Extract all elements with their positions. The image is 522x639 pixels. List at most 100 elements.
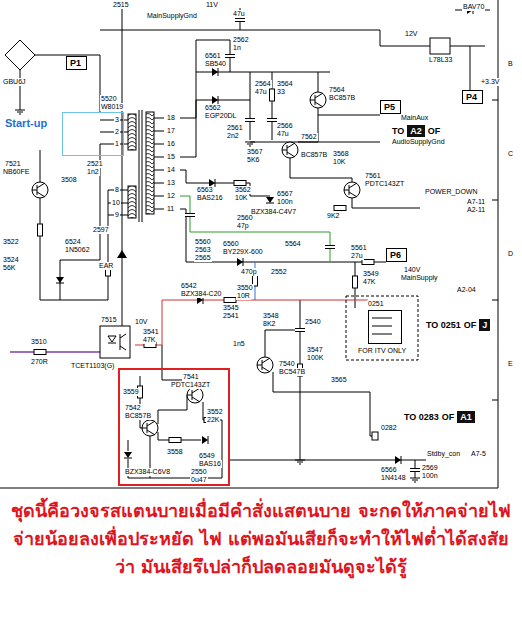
node-text: 7541	[182, 373, 200, 381]
part-label: 0282	[380, 424, 398, 432]
node-text: A2	[407, 125, 425, 137]
node-text: J	[479, 319, 490, 331]
node-text: 0u47	[190, 476, 208, 484]
dioh-symbol	[212, 68, 218, 76]
part-label: W8019	[100, 103, 124, 111]
dioh-symbol	[202, 436, 208, 444]
part-label: 2597	[92, 226, 110, 234]
node-text: 0251	[367, 300, 385, 308]
part-label: BY229X-600	[222, 248, 264, 256]
part-label: L78L33	[428, 56, 453, 64]
part-label: 9K2	[326, 212, 340, 220]
part-label: 3	[114, 116, 120, 124]
part-label: 1N4148	[380, 474, 407, 482]
part-label: 270R	[30, 358, 49, 366]
node-text: 22K	[206, 416, 220, 424]
part-label: 14	[166, 166, 176, 174]
part-label: 3510	[30, 338, 48, 346]
part-label: 100n	[276, 198, 294, 206]
resh-symbol	[334, 206, 346, 211]
wire	[10, 351, 100, 353]
part-label: 2n2	[226, 132, 240, 140]
part-label: +3.3V	[480, 78, 501, 86]
part-label: 2562	[232, 36, 250, 44]
npn-symbol	[187, 387, 203, 403]
part-label: 3567	[246, 148, 264, 156]
cap-symbol	[225, 55, 235, 58]
part-label: 3565	[330, 376, 348, 384]
gnd-symbol	[245, 142, 255, 146]
part-label: 3541	[142, 328, 160, 336]
connector-pins	[372, 318, 392, 334]
part-label: 2561	[226, 124, 244, 132]
node-text: TO	[392, 125, 404, 137]
part-label: 7561	[364, 172, 382, 180]
part-label: A7-11	[466, 198, 486, 206]
connector-flag: P1	[66, 56, 87, 70]
part-label: 1N5062	[64, 246, 91, 254]
part-label: 6542	[180, 282, 198, 290]
part-label: BC857B	[328, 94, 356, 102]
part-label: 3522	[2, 238, 20, 246]
part-label: 1n5	[232, 340, 246, 348]
part-label: BAV70	[462, 3, 485, 11]
part-label: GBU6J	[2, 78, 27, 86]
node-text: 3558	[166, 448, 184, 456]
regulator-body	[430, 38, 450, 54]
node-text: OF	[442, 411, 455, 423]
resh-symbol	[224, 298, 236, 303]
part-label: 470p	[240, 268, 258, 276]
part-label: 3545	[222, 304, 240, 312]
part-label: D	[507, 250, 514, 258]
part-label: 2569	[421, 464, 439, 472]
part-label: 100K	[306, 354, 324, 362]
part-label: EGP20DL	[204, 112, 238, 120]
part-label: A7-5	[470, 450, 487, 458]
npn-symbol	[257, 357, 273, 373]
res-symbol	[270, 89, 275, 101]
part-label: 2515	[112, 1, 130, 9]
part-label: 47u	[232, 10, 246, 18]
node-text: TO 0251	[426, 319, 461, 331]
connector-box	[372, 432, 378, 440]
node-text: AudioSupplyGnd	[392, 137, 446, 146]
node-text: 3559	[122, 388, 140, 396]
dioh-symbol	[237, 258, 243, 266]
node-text: P1	[70, 58, 83, 68]
part-label: 6524	[64, 238, 82, 246]
cap-symbol	[235, 19, 245, 22]
part-label: 47u	[254, 88, 268, 96]
node-text: 2550	[190, 468, 208, 476]
standby-circuit-highlight: 7541PDTC143ZT35597542BC857B355222K355865…	[118, 368, 230, 486]
optocoupler-body	[100, 326, 130, 358]
transformer-coil	[128, 114, 136, 150]
part-label: 2563	[194, 246, 212, 254]
connector-reference: TOA2OFAudioSupplyGnd	[390, 124, 448, 147]
connector-reference: TO 0283OFA1	[402, 410, 481, 424]
gnd-symbol	[410, 478, 420, 482]
part-label: 5564	[284, 240, 302, 248]
part-label: 9	[114, 211, 120, 219]
node-text: BC857B	[124, 412, 152, 420]
node-text: BZX384-C6V8	[124, 468, 171, 476]
part-label: 140V	[403, 266, 421, 274]
part-label: 5560	[194, 238, 212, 246]
part-label: 18	[166, 114, 176, 122]
part-label: 56K	[2, 264, 16, 272]
part-label: 7564	[328, 86, 346, 94]
connector-outline	[346, 296, 418, 360]
node-text: 6549	[198, 452, 216, 460]
cap-symbol	[245, 119, 255, 122]
npn-symbol	[32, 182, 48, 198]
part-label: 2565	[194, 254, 212, 262]
resh-symbol	[169, 438, 181, 443]
node-text: P6	[390, 250, 403, 260]
transformer-coil	[128, 186, 136, 218]
part-label: MainSupply	[400, 274, 439, 282]
part-label: BZX384-C4V7	[250, 208, 297, 216]
part-label: 6563	[196, 186, 214, 194]
part-label: 6561	[204, 52, 222, 60]
resh-symbol	[362, 260, 374, 265]
part-label: 6566	[380, 466, 398, 474]
connector-flag: P4	[462, 90, 483, 104]
